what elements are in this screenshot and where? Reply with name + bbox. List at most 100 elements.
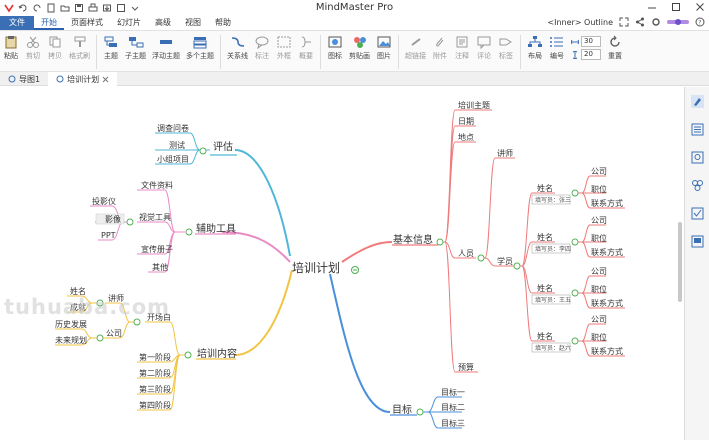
subtopic-button[interactable]: 子主题 [125, 31, 146, 61]
collapse-toggle-icon[interactable] [199, 147, 207, 155]
topic-achievement[interactable]: 成就 [70, 302, 86, 312]
note-button[interactable]: 注释 [454, 31, 470, 61]
horizontal-spacing-input[interactable]: 30 [581, 36, 601, 47]
topic-test[interactable]: 测试 [169, 140, 185, 150]
print-icon[interactable] [88, 3, 98, 13]
comment-button[interactable]: 评论 [476, 31, 492, 61]
export-icon[interactable] [102, 3, 112, 13]
branch-goal[interactable]: 目标 [392, 404, 412, 416]
topic-student-contact[interactable]: 联系方式 [591, 298, 623, 308]
collapse-toggle-icon[interactable] [571, 189, 579, 197]
topic-phase-4[interactable]: 第四阶段 [139, 400, 171, 410]
topic-student-contact[interactable]: 联系方式 [591, 247, 623, 257]
user-account-icon[interactable] [667, 17, 689, 27]
topic-history[interactable]: 历史发展 [55, 319, 87, 329]
copy-button[interactable]: 拷贝 [47, 31, 63, 61]
collapse-toggle-icon[interactable] [133, 318, 141, 326]
topic-phase-3[interactable]: 第三阶段 [139, 384, 171, 394]
dropdown-arrow-icon[interactable] [130, 3, 140, 13]
topic-visual-tools[interactable]: 视觉工具 [139, 212, 171, 222]
summary-button[interactable]: 概要 [298, 31, 314, 61]
collapse-toggle-icon[interactable] [436, 238, 444, 246]
collapse-toggle-icon[interactable] [416, 408, 424, 416]
task-panel-icon[interactable] [691, 207, 704, 220]
outline-label[interactable]: <Inner> Outline [547, 17, 613, 27]
topic-survey[interactable]: 调查问卷 [157, 123, 189, 133]
outline-list-icon[interactable] [691, 123, 704, 136]
multiple-topics-button[interactable]: 多个主题 [186, 31, 214, 61]
topic-people-lecturer[interactable]: 讲师 [497, 148, 513, 158]
topic-goal-2[interactable]: 目标二 [441, 402, 465, 412]
tab-slides[interactable]: 幻灯片 [117, 18, 141, 27]
topic-people[interactable]: 人员 [458, 249, 474, 258]
topic-company[interactable]: 公司 [106, 329, 122, 338]
topic-students[interactable]: 学员 [497, 256, 513, 266]
topic-student-contact[interactable]: 联系方式 [591, 346, 623, 356]
save-icon[interactable] [74, 3, 84, 13]
vertical-spacing-input[interactable]: 20 [581, 49, 601, 60]
collapse-toggle-icon[interactable] [185, 228, 193, 236]
topic-location[interactable]: 地点 [458, 132, 474, 142]
topic-phase-1[interactable]: 第一阶段 [139, 352, 171, 362]
topic-student-name[interactable]: 姓名 [537, 331, 553, 341]
new-file-icon[interactable] [46, 3, 56, 13]
tab-help[interactable]: 帮助 [215, 18, 231, 27]
help-icon[interactable]: ? [695, 17, 705, 27]
topic-training-subject[interactable]: 培训主题 [458, 100, 490, 110]
paste-button[interactable]: 粘贴 [3, 31, 19, 61]
close-tab-icon[interactable] [102, 76, 109, 83]
relationship-button[interactable]: 关系线 [227, 31, 248, 61]
undo-icon[interactable] [18, 3, 28, 13]
topic-brochure[interactable]: 宣传册子 [141, 244, 173, 254]
collapse-toggle-icon[interactable] [571, 337, 579, 345]
topic-goal-1[interactable]: 目标一 [441, 387, 465, 397]
close-icon[interactable] [695, 2, 705, 12]
mindmap-canvas[interactable]: 培训计划 评估 辅助工具 培训内容 基本信息 目标 [0, 87, 682, 440]
topic-lecturer-name[interactable]: 姓名 [70, 286, 86, 296]
topic-goal-3[interactable]: 目标三 [441, 418, 465, 428]
collapse-toggle-icon[interactable] [126, 218, 134, 226]
image-panel-icon[interactable] [691, 151, 704, 164]
topic-student-name[interactable]: 姓名 [537, 183, 553, 193]
tab-advanced[interactable]: 高级 [155, 18, 171, 27]
cut-button[interactable]: 剪切 [25, 31, 41, 61]
collapse-toggle-icon[interactable] [96, 299, 104, 307]
file-menu[interactable]: 文件 [0, 16, 34, 30]
layout-button[interactable]: 布局 [527, 31, 543, 61]
presentation-panel-icon[interactable] [691, 235, 704, 248]
minimize-icon[interactable] [647, 2, 657, 12]
tab-page-style[interactable]: 页面样式 [71, 18, 103, 27]
topic-budget[interactable]: 预算 [458, 362, 474, 372]
tab-start[interactable]: 开始 [34, 16, 64, 30]
collapse-toggle-icon[interactable] [184, 351, 192, 359]
student-tag[interactable]: 填写员：赵六 [535, 344, 571, 352]
student-tag[interactable]: 填写员：张三 [535, 196, 571, 204]
topic-student-company[interactable]: 公司 [591, 216, 607, 225]
topic-projector[interactable]: 投影仪 [92, 196, 116, 206]
topic-student-company[interactable]: 公司 [591, 167, 607, 176]
collapse-toggle-icon[interactable] [571, 238, 579, 246]
branch-basic-info[interactable]: 基本信息 [393, 233, 433, 246]
topic-student-position[interactable]: 职位 [591, 233, 607, 243]
settings-icon[interactable] [651, 17, 661, 27]
doc-tab-map1[interactable]: 导图1 [0, 72, 48, 86]
tag-button[interactable]: 标签 [498, 31, 514, 61]
fullscreen-icon[interactable] [619, 17, 629, 27]
topic-student-company[interactable]: 公司 [591, 315, 607, 324]
topic-student-position[interactable]: 职位 [591, 332, 607, 342]
tab-view[interactable]: 视图 [185, 18, 201, 27]
topic-student-position[interactable]: 职位 [591, 284, 607, 294]
open-file-icon[interactable] [60, 3, 70, 13]
topic-video[interactable]: 影像 [105, 214, 121, 224]
share-link-icon[interactable] [635, 17, 645, 27]
mark-button[interactable]: 图标 [327, 31, 343, 61]
redo-icon[interactable] [32, 3, 42, 13]
callout-button[interactable]: 标注 [254, 31, 270, 61]
maximize-icon[interactable] [671, 2, 681, 12]
collapse-toggle-icon[interactable] [513, 262, 521, 270]
doc-tab-training-plan[interactable]: 培训计划 [48, 72, 118, 86]
topic-future-plan[interactable]: 未来规划 [55, 335, 87, 345]
topic-lecturer[interactable]: 讲师 [108, 293, 124, 303]
topic-phase-2[interactable]: 第二阶段 [139, 368, 171, 378]
branch-tools[interactable]: 辅助工具 [196, 222, 236, 235]
